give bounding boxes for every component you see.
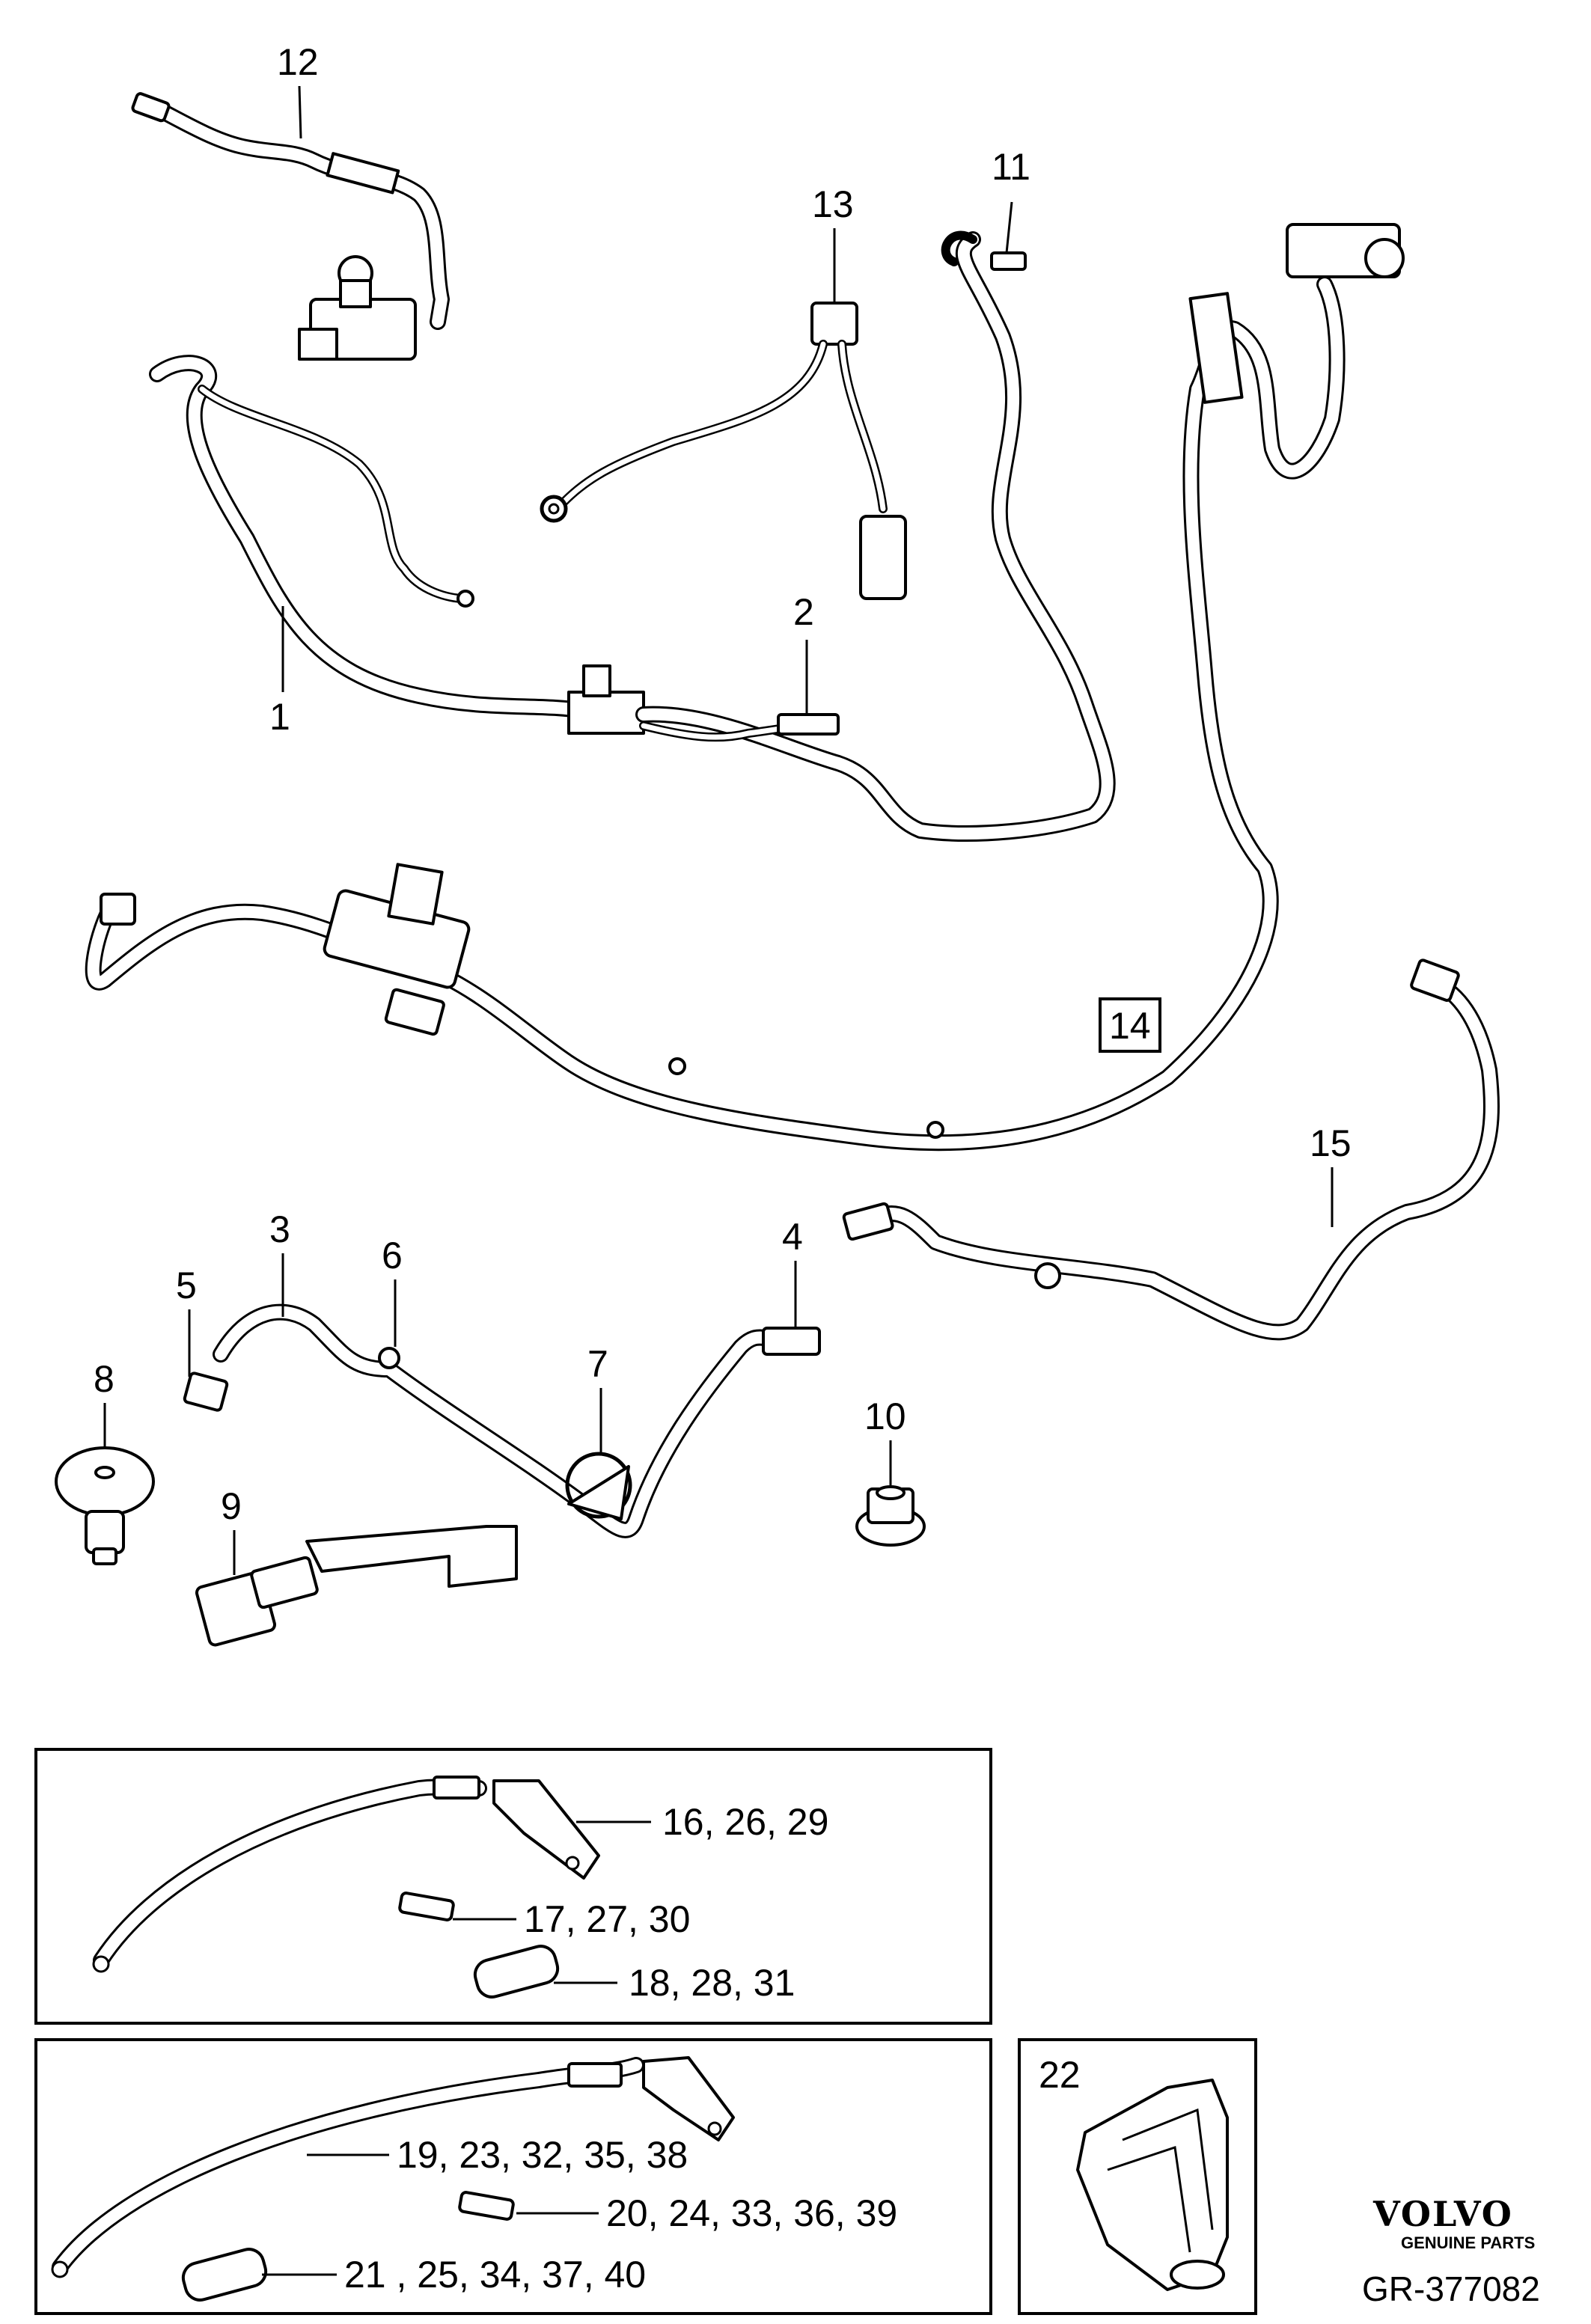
inset-top-fuse-label: 17, 27, 30 — [524, 1898, 690, 1940]
part-1-cable-harness — [149, 231, 1116, 842]
callout-7: 7 — [587, 1343, 608, 1385]
callout-6: 6 — [382, 1235, 403, 1276]
fuse-holder-icon — [567, 691, 645, 735]
volvo-logo: VOLVO — [1372, 2194, 1513, 2234]
diagram-code: GR-377082 — [1362, 2269, 1540, 2308]
callout-14-box — [1099, 997, 1161, 1053]
connector-icon — [777, 713, 840, 736]
callout-4: 4 — [782, 1216, 803, 1258]
brand-block: VOLVO GENUINE PARTS GR-377082 — [1362, 2194, 1540, 2308]
part-3-ground-strap — [183, 1303, 821, 1538]
callout-10: 10 — [864, 1395, 906, 1437]
part-13-sensor-pigtail — [540, 302, 907, 600]
part-10-flange-nut — [855, 1485, 926, 1547]
callout-13: 13 — [812, 183, 854, 225]
inset-bottom-cable-label: 19, 23, 32, 35, 38 — [397, 2134, 688, 2176]
ring-terminal-icon — [1410, 958, 1460, 1002]
battery-cable-icon — [642, 2056, 735, 2141]
part-11-connector — [941, 201, 1027, 271]
ring-terminal-icon — [131, 92, 171, 123]
callout-22: 22 — [1039, 2054, 1081, 2096]
part-15-ground-cable — [842, 958, 1500, 1341]
inset-bottom-sleeve-label: 21 , 25, 34, 37, 40 — [344, 2254, 646, 2296]
inset-top-cable-label: 16, 26, 29 — [662, 1801, 828, 1843]
brand-tagline: GENUINE PARTS — [1401, 2233, 1535, 2252]
part-8-push-clip — [55, 1446, 155, 1565]
nut-icon — [876, 1485, 906, 1500]
fuse-icon — [458, 2191, 515, 2221]
callouts: 12 11 13 1 2 14 15 3 4 5 6 7 8 9 10 — [94, 41, 1352, 1575]
inset-top-sleeve-label: 18, 28, 31 — [629, 1962, 795, 2004]
sleeve-icon — [473, 1945, 560, 1999]
callout-9: 9 — [221, 1485, 242, 1527]
callout-8: 8 — [94, 1358, 114, 1400]
callout-11: 11 — [992, 146, 1030, 188]
fuse-icon — [398, 1892, 455, 1921]
part-12-battery-sensor-cable — [131, 92, 450, 361]
part-9-bracket-connector — [195, 1525, 518, 1647]
bolt-icon — [378, 1347, 400, 1369]
battery-cable-icon — [492, 1779, 600, 1880]
ring-terminal-icon — [762, 1327, 821, 1356]
plug-icon — [810, 302, 858, 346]
callout-1: 1 — [269, 696, 290, 738]
grommet-icon — [1188, 292, 1244, 404]
inset-box-22: 22 — [1018, 2038, 1257, 2315]
callout-15: 15 — [1310, 1122, 1352, 1164]
callout-14: 14 — [1109, 1005, 1151, 1047]
clip-icon — [565, 1452, 632, 1519]
callout-2: 2 — [793, 591, 814, 633]
clip-icon — [1076, 2079, 1229, 2291]
inset-bottom-fuse-label: 20, 24, 33, 36, 39 — [606, 2192, 897, 2234]
callout-3: 3 — [269, 1208, 290, 1250]
inset-box-top: 16, 26, 29 17, 27, 30 18, 28, 31 — [34, 1748, 992, 2025]
sensor-plug-icon — [859, 515, 907, 600]
inset-box-bottom: 19, 23, 32, 35, 38 20, 24, 33, 36, 39 21… — [34, 2038, 992, 2315]
part-2-branch-wire — [639, 713, 840, 742]
part-14-battery-cable — [85, 223, 1405, 1152]
ring-terminal-icon — [100, 893, 136, 926]
callout-5: 5 — [176, 1265, 197, 1306]
callout-12: 12 — [277, 41, 319, 83]
sleeve-icon — [181, 2248, 268, 2302]
ring-terminal-icon — [183, 1372, 229, 1412]
